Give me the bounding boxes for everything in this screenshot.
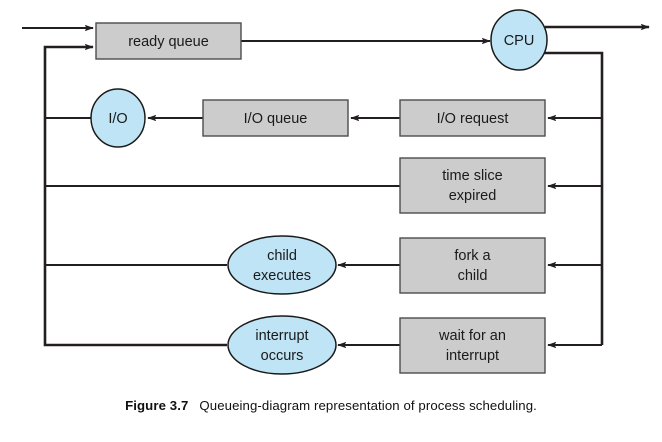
figure-caption: Figure 3.7 Queueing-diagram representatio…	[0, 398, 662, 413]
fork-a-child-box	[399, 237, 546, 294]
ready-queue-box	[95, 22, 242, 60]
child-executes-label-line2: executes	[253, 268, 311, 284]
node-fork-a-child[interactable]: fork a child	[399, 237, 546, 294]
node-child-executes[interactable]: child executes	[227, 235, 337, 295]
time-slice-expired-box	[399, 157, 546, 214]
io-request-box	[399, 99, 546, 137]
time-slice-expired-label-line1: time slice	[442, 168, 502, 184]
ready-queue-label: ready queue	[128, 34, 209, 50]
time-slice-expired-label-line2: expired	[449, 188, 497, 204]
node-interrupt-occurs[interactable]: interrupt occurs	[227, 315, 337, 375]
node-time-slice-expired[interactable]: time slice expired	[399, 157, 546, 214]
io-queue-label: I/O queue	[244, 111, 308, 127]
interrupt-occurs-label-line2: occurs	[261, 348, 304, 364]
fork-a-child-label-line1: fork a	[454, 248, 491, 264]
node-io-queue[interactable]: I/O queue	[202, 99, 349, 137]
node-wait-for-an-interrupt[interactable]: wait for an interrupt	[399, 317, 546, 374]
wait-for-an-interrupt-label-line1: wait for an	[438, 328, 506, 344]
child-executes-label-line1: child	[267, 248, 297, 264]
child-executes-ellipse	[227, 235, 337, 295]
cpu-ellipse	[490, 9, 548, 71]
io-ellipse	[90, 88, 146, 148]
wait-for-an-interrupt-label-line2: interrupt	[446, 348, 499, 364]
edge-left-bus-back-to-ready-queue	[43, 43, 227, 347]
node-io[interactable]: I/O	[90, 88, 146, 148]
interrupt-occurs-ellipse	[227, 315, 337, 375]
interrupt-occurs-label-line1: interrupt	[255, 328, 308, 344]
node-io-request[interactable]: I/O request	[399, 99, 546, 137]
edge-cpu-to-right-bus	[543, 51, 604, 345]
node-cpu[interactable]: CPU	[490, 9, 548, 71]
node-ready-queue[interactable]: ready queue	[95, 22, 242, 60]
io-label: I/O	[108, 111, 127, 127]
wait-for-an-interrupt-box	[399, 317, 546, 374]
cpu-label: CPU	[504, 33, 535, 49]
io-queue-box	[202, 99, 349, 137]
fork-a-child-label-line2: child	[458, 268, 488, 284]
figure-caption-label: Figure 3.7	[125, 398, 189, 413]
figure-caption-text: Queueing-diagram representation of proce…	[199, 398, 537, 413]
io-request-label: I/O request	[437, 111, 509, 127]
